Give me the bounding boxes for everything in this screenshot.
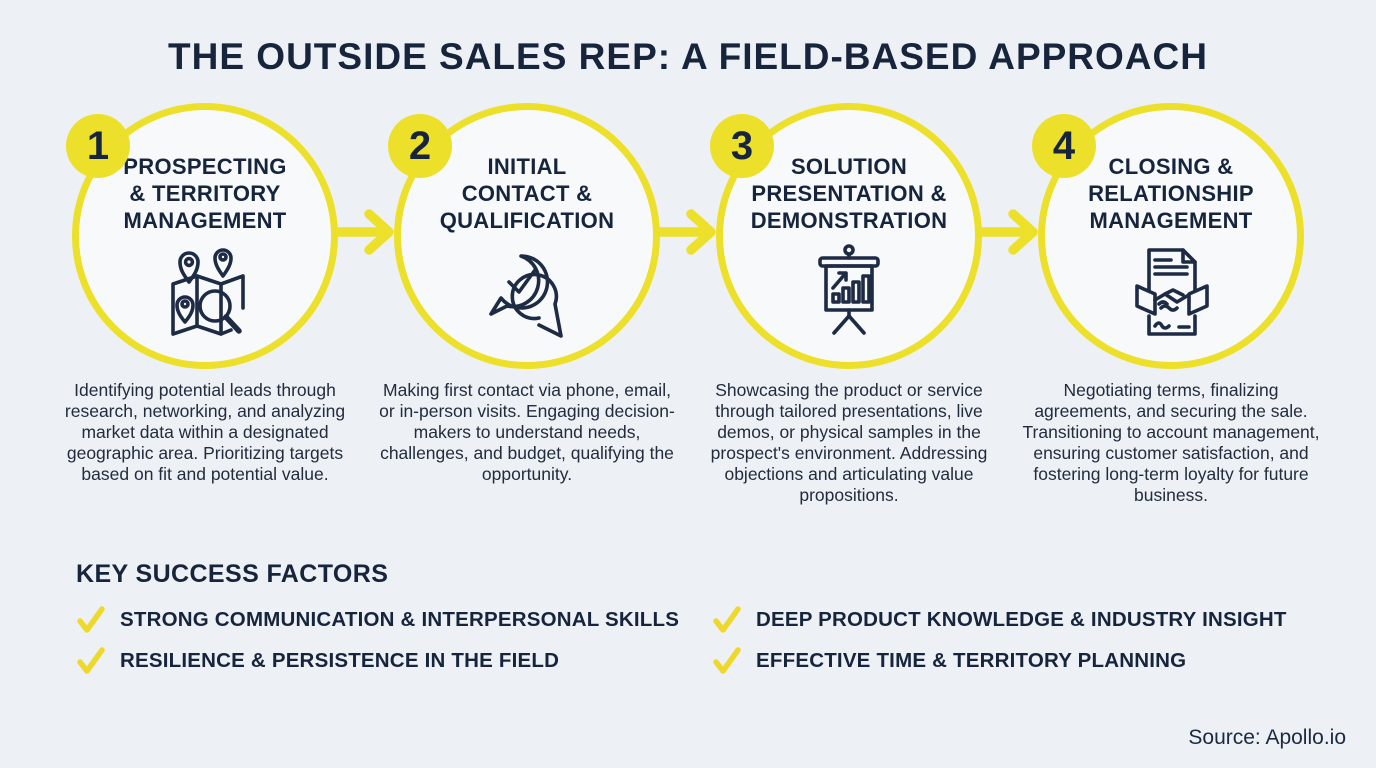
check-icon [76, 647, 106, 675]
process-steps-row: 1 PROSPECTING & TERRITORY MANAGEMENT [44, 100, 1332, 506]
step-2-description: Making first contact via phone, email, o… [379, 380, 675, 484]
arrow-right-icon [974, 197, 1045, 267]
step-3-number-badge: 3 [710, 114, 774, 178]
chat-check-icon [477, 242, 577, 342]
step-3-description: Showcasing the product or service throug… [710, 380, 988, 505]
step-4: 4 CLOSING & RELATIONSHIP MANAGEMENT [1010, 100, 1332, 506]
step-1-title: PROSPECTING & TERRITORY MANAGEMENT [123, 154, 287, 233]
step-4-description: Negotiating terms, finalizing agreements… [1022, 380, 1320, 505]
key-success-factors-heading: KEY SUCCESS FACTORS [76, 560, 389, 588]
step-2-circle: 2 INITIAL CONTACT & QUALIFICATION [388, 100, 666, 372]
step-2-title: INITIAL CONTACT & QUALIFICATION [439, 154, 615, 233]
step-3-title: SOLUTION PRESENTATION & DEMONSTRATION [750, 154, 948, 233]
factor-label: EFFECTIVE TIME & TERRITORY PLANNING [756, 649, 1187, 672]
presentation-chart-icon [799, 242, 899, 342]
step-2-number-badge: 2 [388, 114, 452, 178]
step-2: 2 INITIAL CONTACT & QUALIFICATION [366, 100, 688, 506]
check-icon [76, 606, 106, 634]
arrow-right-icon [330, 197, 401, 267]
check-icon [712, 606, 742, 634]
list-item: EFFECTIVE TIME & TERRITORY PLANNING [712, 647, 1336, 675]
step-1-circle: 1 PROSPECTING & TERRITORY MANAGEMENT [66, 100, 344, 372]
factor-label: RESILIENCE & PERSISTENCE IN THE FIELD [120, 649, 560, 672]
step-3: 3 SOLUTION PRESENTATION & DEMONSTRATION [688, 100, 1010, 506]
list-item: DEEP PRODUCT KNOWLEDGE & INDUSTRY INSIGH… [712, 606, 1336, 634]
check-icon [712, 647, 742, 675]
arrow-right-icon [652, 197, 723, 267]
step-1: 1 PROSPECTING & TERRITORY MANAGEMENT [44, 100, 366, 506]
step-4-number-badge: 4 [1032, 114, 1096, 178]
map-search-icon [155, 242, 255, 342]
factor-label: STRONG COMMUNICATION & INTERPERSONAL SKI… [120, 608, 680, 631]
source-attribution: Source: Apollo.io [1188, 726, 1346, 749]
step-4-circle: 4 CLOSING & RELATIONSHIP MANAGEMENT [1032, 100, 1310, 372]
handshake-contract-icon [1121, 242, 1221, 342]
list-item: RESILIENCE & PERSISTENCE IN THE FIELD [76, 647, 712, 675]
list-item: STRONG COMMUNICATION & INTERPERSONAL SKI… [76, 606, 712, 634]
factor-label: DEEP PRODUCT KNOWLEDGE & INDUSTRY INSIGH… [756, 608, 1287, 631]
step-1-description: Identifying potential leads through rese… [64, 380, 346, 484]
step-1-number-badge: 1 [66, 114, 130, 178]
key-success-factors-list: STRONG COMMUNICATION & INTERPERSONAL SKI… [76, 606, 1336, 675]
step-4-title: CLOSING & RELATIONSHIP MANAGEMENT [1088, 154, 1254, 233]
step-3-circle: 3 SOLUTION PRESENTATION & DEMONSTRATION [710, 100, 988, 372]
page-title: THE OUTSIDE SALES REP: A FIELD-BASED APP… [168, 36, 1208, 77]
